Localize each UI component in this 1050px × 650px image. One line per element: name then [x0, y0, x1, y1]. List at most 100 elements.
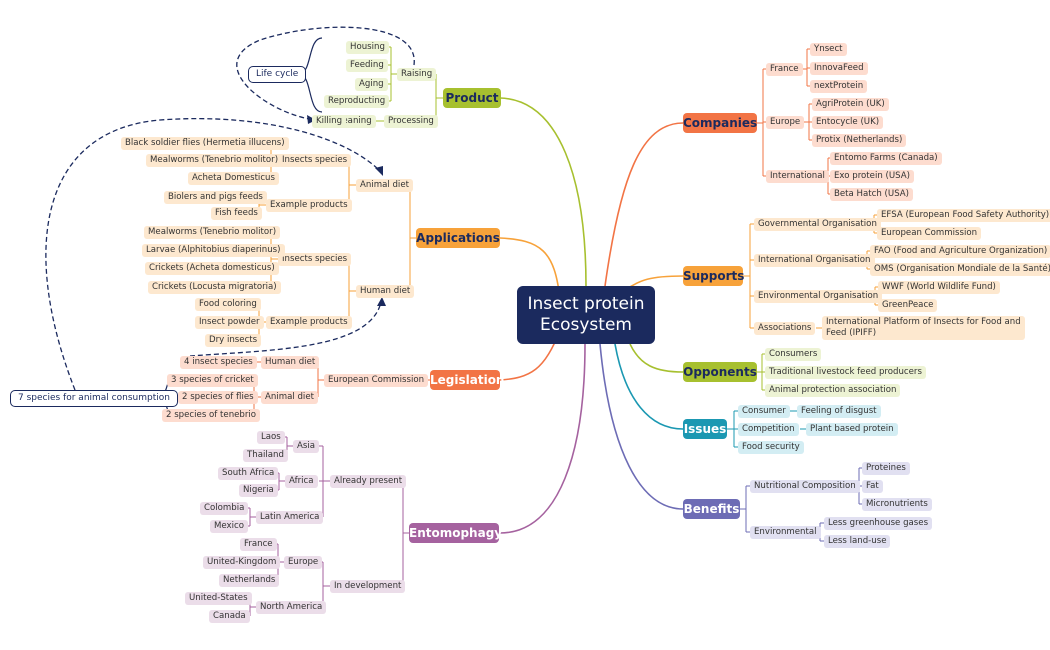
comp-beta-hatch[interactable]: Beta Hatch (USA): [830, 188, 914, 201]
app-human-example-products[interactable]: Example products: [266, 316, 352, 329]
product-raising[interactable]: Raising: [397, 68, 437, 81]
sup-greenpeace[interactable]: GreenPeace: [878, 299, 938, 312]
topic-legislation[interactable]: Legislation: [430, 370, 504, 390]
app-animal-diet[interactable]: Animal diet: [356, 179, 413, 192]
opp-livestock-feed[interactable]: Traditional livestock feed producers: [765, 366, 926, 379]
leg-animal-diet[interactable]: Animal diet: [261, 391, 318, 404]
sup-associations[interactable]: Associations: [754, 322, 816, 335]
ento-asia[interactable]: Asia: [293, 440, 320, 453]
ento-latin-america[interactable]: Latin America: [256, 511, 324, 524]
ben-fat[interactable]: Fat: [862, 480, 883, 493]
issue-competition[interactable]: Competition: [738, 423, 799, 436]
ben-proteines[interactable]: Proteines: [862, 462, 910, 475]
species-note[interactable]: 7 species for animal consumption: [10, 390, 178, 407]
ento-mexico[interactable]: Mexico: [210, 520, 249, 533]
comp-innovafeed[interactable]: InnovaFeed: [810, 62, 868, 75]
product-housing[interactable]: Housing: [346, 41, 389, 54]
sup-european-commission[interactable]: European Commission: [877, 227, 982, 240]
comp-entomo-farms[interactable]: Entomo Farms (Canada): [830, 152, 942, 165]
opp-animal-protection[interactable]: Animal protection association: [765, 384, 901, 397]
sup-fao[interactable]: FAO (Food and Agriculture Organization): [870, 245, 1050, 258]
comp-ynsect[interactable]: Ynsect: [810, 43, 847, 56]
ento-colombia[interactable]: Colombia: [200, 502, 249, 515]
comp-france[interactable]: France: [766, 63, 803, 76]
topic-companies[interactable]: Companies: [683, 113, 757, 133]
app-animal-insect-1[interactable]: Black soldier flies (Hermetia illucens): [121, 137, 289, 150]
topic-entomophagy[interactable]: Entomophagy: [409, 523, 502, 543]
leg-european-commission[interactable]: European Commission: [324, 374, 429, 387]
ento-united-kingdom[interactable]: United-Kingdom: [203, 556, 281, 569]
sup-oms[interactable]: OMS (Organisation Mondiale de la Santé): [870, 263, 1050, 276]
ento-south-africa[interactable]: South Africa: [218, 467, 279, 480]
ento-already-present[interactable]: Already present: [330, 475, 407, 488]
comp-international[interactable]: International: [766, 170, 829, 183]
comp-exo-protein[interactable]: Exo protein (USA): [830, 170, 915, 183]
topic-benefits[interactable]: Benefits: [683, 499, 740, 519]
leg-animal-species-1[interactable]: 3 species of cricket: [167, 374, 258, 387]
issue-feeling-of-disgust[interactable]: Feeling of disgust: [797, 405, 881, 418]
topic-opponents[interactable]: Opponents: [683, 362, 757, 382]
ben-nutritional[interactable]: Nutritional Composition: [750, 480, 860, 493]
ben-micronutrients[interactable]: Micronutrients: [862, 498, 932, 511]
app-animal-product-2[interactable]: Fish feeds: [211, 207, 262, 220]
ben-less-greenhouse[interactable]: Less greenhouse gases: [824, 517, 933, 530]
comp-entocycle[interactable]: Entocycle (UK): [812, 116, 884, 129]
sup-governmental[interactable]: Governmental Organisation: [754, 218, 881, 231]
ento-laos[interactable]: Laos: [257, 431, 285, 444]
topic-applications[interactable]: Applications: [416, 228, 500, 248]
app-human-insect-1[interactable]: Mealworms (Tenebrio molitor): [144, 226, 281, 239]
ento-united-states[interactable]: United-States: [185, 592, 252, 605]
ento-north-america[interactable]: North America: [256, 601, 327, 614]
app-human-insect-2[interactable]: Larvae (Alphitobius diaperinus): [142, 244, 285, 257]
comp-europe[interactable]: Europe: [766, 116, 805, 129]
ento-netherlands[interactable]: Netherlands: [219, 574, 280, 587]
topic-product[interactable]: Product: [443, 88, 501, 108]
app-human-product-1[interactable]: Food coloring: [195, 298, 261, 311]
ento-thailand[interactable]: Thailand: [243, 449, 288, 462]
app-animal-insects-species[interactable]: Insects species: [278, 154, 352, 167]
product-processing[interactable]: Processing: [384, 115, 438, 128]
leg-human-species[interactable]: 4 insect species: [180, 356, 257, 369]
issue-plant-based-protein[interactable]: Plant based protein: [806, 423, 898, 436]
central-topic[interactable]: Insect protein Ecosystem: [517, 286, 655, 344]
app-human-product-2[interactable]: Insect powder: [195, 316, 264, 329]
leg-animal-species-2[interactable]: 2 species of flies: [178, 391, 258, 404]
ento-france[interactable]: France: [240, 538, 277, 551]
ento-africa[interactable]: Africa: [285, 475, 318, 488]
app-animal-insect-3[interactable]: Acheta Domesticus: [188, 172, 279, 185]
sup-environmental[interactable]: Environmental Organisation: [754, 290, 883, 303]
app-human-insect-3[interactable]: Crickets (Acheta domesticus): [145, 262, 279, 275]
issue-food-security[interactable]: Food security: [738, 441, 804, 454]
app-human-insect-4[interactable]: Crickets (Locusta migratoria): [148, 281, 281, 294]
ento-in-development[interactable]: In development: [330, 580, 406, 593]
app-human-insects-species[interactable]: Insects species: [278, 253, 352, 266]
app-human-product-3[interactable]: Dry insects: [205, 334, 262, 347]
app-animal-insect-2[interactable]: Mealworms (Tenebrio molitor): [146, 154, 283, 167]
sup-ipiff[interactable]: International Platform of Insects for Fo…: [822, 316, 1025, 340]
sup-international[interactable]: International Organisation: [754, 254, 875, 267]
product-aging[interactable]: Aging: [355, 78, 388, 91]
topic-supports[interactable]: Supports: [683, 266, 744, 286]
app-animal-example-products[interactable]: Example products: [266, 199, 352, 212]
ento-nigeria[interactable]: Nigeria: [239, 484, 278, 497]
product-reproducting[interactable]: Reproducting: [324, 95, 390, 108]
topic-issues[interactable]: Issues: [683, 419, 727, 439]
leg-human-diet[interactable]: Human diet: [261, 356, 320, 369]
product-feeding[interactable]: Feeding: [346, 59, 388, 72]
sup-wwf[interactable]: WWF (World Wildlife Fund): [878, 281, 1000, 294]
ento-canada[interactable]: Canada: [209, 610, 250, 623]
app-human-diet[interactable]: Human diet: [356, 285, 415, 298]
sup-efsa[interactable]: EFSA (European Food Safety Authority): [877, 209, 1050, 222]
comp-agriprotein[interactable]: AgriProtein (UK): [812, 98, 889, 111]
ento-europe[interactable]: Europe: [284, 556, 323, 569]
life-cycle-note[interactable]: Life cycle: [248, 66, 307, 83]
product-killing[interactable]: Killing: [312, 115, 347, 128]
app-animal-product-1[interactable]: Biolers and pigs feeds: [164, 191, 267, 204]
leg-animal-species-3[interactable]: 2 species of tenebrio: [162, 409, 261, 422]
issue-consumer[interactable]: Consumer: [738, 405, 790, 418]
ben-environmental[interactable]: Environmental: [750, 526, 821, 539]
comp-protix[interactable]: Protix (Netherlands): [812, 134, 907, 147]
comp-nextprotein[interactable]: nextProtein: [810, 80, 868, 93]
ben-less-land-use[interactable]: Less land-use: [824, 535, 891, 548]
opp-consumers[interactable]: Consumers: [765, 348, 822, 361]
